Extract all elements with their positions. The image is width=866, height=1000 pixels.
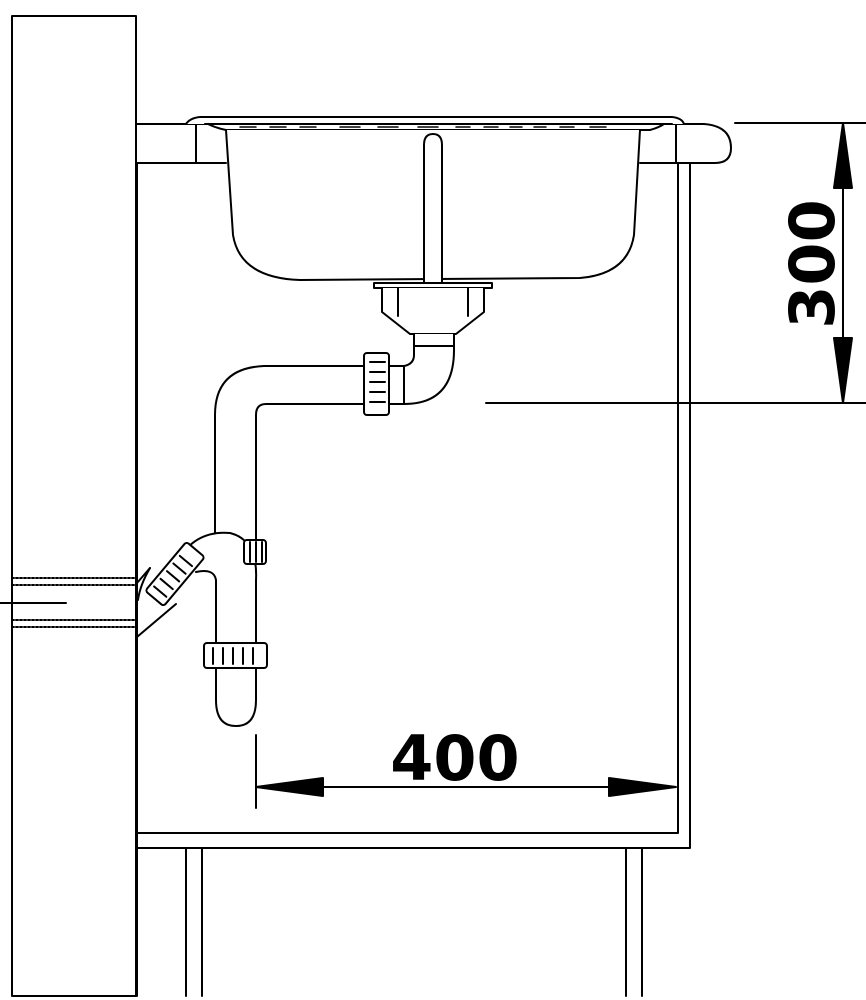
dimension-width-label: 400 <box>390 722 519 795</box>
dimension-width: 400 <box>255 722 677 809</box>
trap-outlet <box>136 541 205 638</box>
dimension-height-label: 300 <box>776 199 849 328</box>
wall <box>11 15 137 997</box>
drain-elbow <box>403 333 455 405</box>
sink-rim <box>185 116 685 131</box>
dimension-height: 300 <box>485 122 866 404</box>
bottle-trap <box>177 531 268 727</box>
cabinet-drawer <box>185 847 643 997</box>
wall-outlet <box>0 577 137 628</box>
drain-pipe <box>214 365 365 546</box>
slip-nut-upper <box>363 352 405 416</box>
drain-strainer <box>373 282 493 335</box>
overflow-tube <box>423 133 443 309</box>
